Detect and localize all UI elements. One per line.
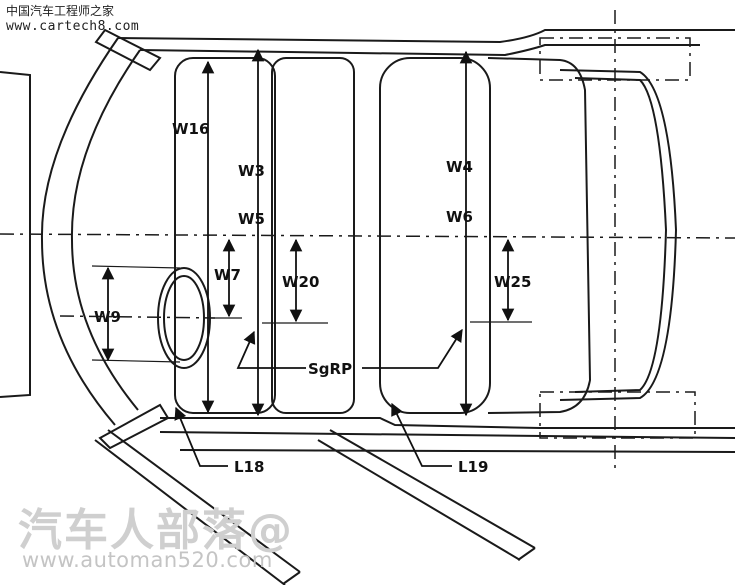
sgrp-leader-front [236, 330, 306, 369]
label-l19: L19 [458, 458, 488, 476]
label-w4: W4 [446, 158, 473, 176]
rear-seat-outline [379, 57, 491, 414]
roof-rail-top-inner [139, 44, 700, 57]
label-w7: W7 [214, 266, 241, 284]
label-w3: W3 [238, 162, 265, 180]
rear-top-dashed-box [539, 37, 691, 81]
front-door-bar [94, 429, 301, 585]
w9-ext-top [91, 265, 181, 269]
w9-axis-line [59, 315, 216, 319]
l19-leader [391, 402, 452, 467]
roof-rail-bottom [160, 417, 735, 429]
centerline [0, 233, 735, 239]
label-w9: W9 [94, 308, 121, 326]
watermark-top-site: www.cartech8.com [6, 19, 140, 34]
label-w6: W6 [446, 208, 473, 226]
label-w25: W25 [494, 273, 531, 291]
windshield-frame [40, 37, 119, 426]
rear-glass [559, 69, 678, 401]
front-door-bar-end [282, 571, 301, 585]
label-w20: W20 [282, 273, 319, 291]
rear-door-bar-end [517, 547, 536, 561]
l18-leader [174, 406, 228, 467]
label-w5: W5 [238, 210, 265, 228]
label-w16: W16 [172, 120, 209, 138]
watermark-url: www.automan520.com [22, 548, 273, 572]
a-pillar-top [94, 28, 162, 72]
rear-glass-inner [574, 77, 668, 393]
a-pillar-bottom [98, 403, 170, 450]
watermark-top: 中国汽车工程师之家 www.cartech8.com [6, 4, 139, 34]
watermark-brand: 汽车人部落@ [18, 505, 294, 556]
rear-bottom-dashed-box [539, 391, 696, 439]
sill-line [179, 449, 735, 453]
sgrp-leader-rear [362, 328, 463, 369]
label-l18: L18 [234, 458, 264, 476]
label-sgrp: SgRP [308, 360, 352, 378]
rear-door-bar [317, 429, 536, 561]
watermark-top-title: 中国汽车工程师之家 [6, 4, 115, 18]
roof-rail-bottom-inner [159, 431, 735, 439]
hood-edge [0, 71, 31, 398]
windshield-inner [70, 49, 141, 411]
roof-rail-top [117, 29, 735, 44]
rear-seat-back [487, 57, 592, 414]
